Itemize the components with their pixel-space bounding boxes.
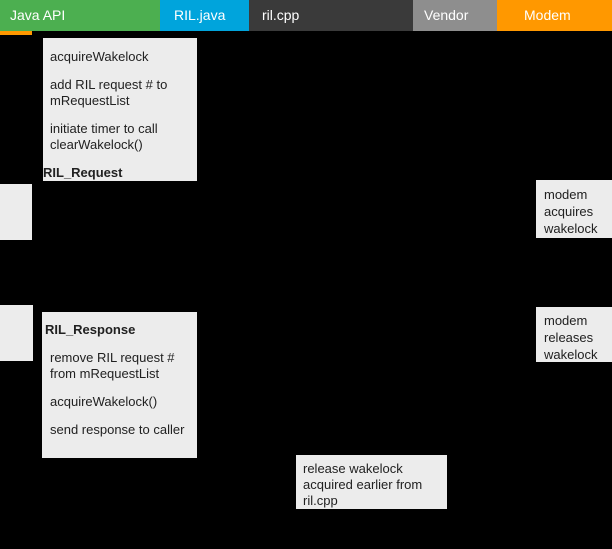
note-line: send response to caller <box>50 422 185 437</box>
left-stub-note-top <box>0 184 32 240</box>
note-line: add RIL request # to mRequestList <box>50 77 168 108</box>
release-wakelock-note: release wakelock acquired earlier from r… <box>296 455 447 509</box>
lane-header-vendor: Vendor <box>413 0 497 31</box>
ril-response-note: RIL_Response remove RIL request # from m… <box>42 312 197 458</box>
lane-header-ril-cpp: ril.cpp <box>249 0 413 31</box>
ril-request-label: RIL_Request <box>43 165 123 180</box>
note-line: acquireWakelock <box>50 49 149 64</box>
ril-response-label: RIL_Response <box>45 322 136 337</box>
left-stub-note-bottom <box>0 305 33 361</box>
ril-request-note: acquireWakelock add RIL request # to mRe… <box>43 38 197 181</box>
lane-header-ril-java: RIL.java <box>160 0 249 31</box>
lane-header-java-api: Java API <box>0 0 160 31</box>
note-line: remove RIL request # from mRequestList <box>50 350 175 381</box>
java-api-accent-marker <box>0 31 32 35</box>
modem-acquires-wakelock-note: modem acquires wakelock <box>536 180 612 238</box>
note-line: initiate timer to call clearWakelock() <box>50 121 158 152</box>
note-line: acquireWakelock() <box>50 394 158 409</box>
modem-releases-wakelock-note: modem releases wakelock <box>536 307 612 362</box>
lane-header-modem: Modem <box>497 0 612 31</box>
